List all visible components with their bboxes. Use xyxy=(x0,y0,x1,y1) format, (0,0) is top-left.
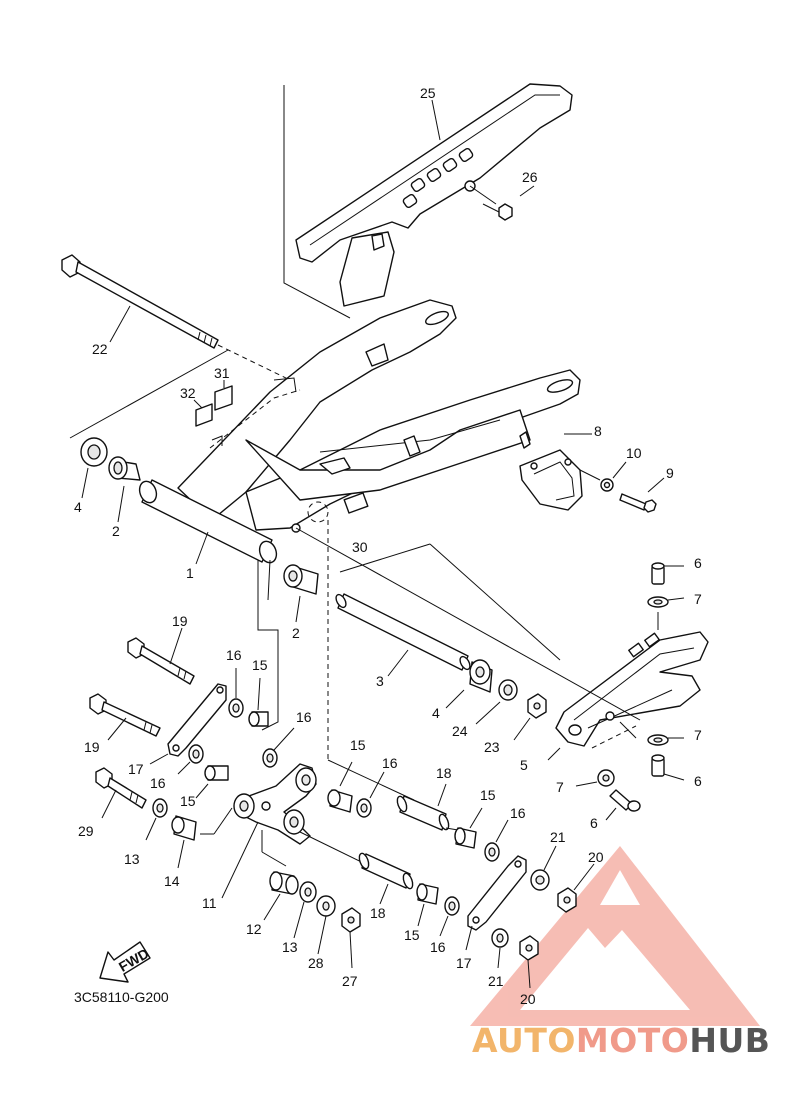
label-19: 19 xyxy=(84,739,100,755)
spacer-18-upper xyxy=(396,783,459,831)
fwd-arrow-icon: FWD xyxy=(99,941,151,983)
collars-right-upper xyxy=(454,807,509,862)
label-6: 6 xyxy=(694,773,702,789)
label-9: 9 xyxy=(666,465,674,481)
label-3: 3 xyxy=(376,673,384,689)
washer-7-top xyxy=(647,596,685,630)
label-18: 18 xyxy=(436,765,452,781)
label-29: 29 xyxy=(78,823,94,839)
bolt-29-group xyxy=(95,767,233,869)
label-4: 4 xyxy=(74,499,82,515)
label-28: 28 xyxy=(308,955,324,971)
washer-7-mid xyxy=(647,734,684,746)
label-31: 31 xyxy=(214,365,230,381)
label-11: 11 xyxy=(202,895,217,911)
collars-right-lower xyxy=(416,883,539,989)
link-plate-17-lower xyxy=(465,855,527,951)
bolt-9 xyxy=(619,493,657,513)
washer-21-nut-20-upper xyxy=(530,845,595,913)
relay-arm-11 xyxy=(221,763,383,899)
watermark-moto: MOTO xyxy=(576,1021,689,1060)
watermark-hub: HUB xyxy=(689,1021,770,1060)
bolt-6-top xyxy=(651,562,684,585)
label-15: 15 xyxy=(180,793,196,809)
label-23: 23 xyxy=(484,739,500,755)
label-25: 25 xyxy=(420,85,436,101)
label-2: 2 xyxy=(292,625,300,641)
pivot-shaft-bolt-22 xyxy=(61,254,291,439)
label-24: 24 xyxy=(452,723,468,739)
label-15: 15 xyxy=(252,657,268,673)
label-32: 32 xyxy=(180,385,196,401)
watermark-auto: AUTO xyxy=(472,1021,576,1060)
label-7: 7 xyxy=(694,727,702,743)
label-20: 20 xyxy=(520,991,536,1007)
label-22: 22 xyxy=(92,341,108,357)
collar-2-shaft-3 xyxy=(267,559,471,677)
label-16: 16 xyxy=(510,805,526,821)
chain-guard-group xyxy=(283,83,573,319)
watermark-triangle-outer xyxy=(470,846,760,1026)
label-27: 27 xyxy=(342,973,358,989)
swingarm-1 xyxy=(138,299,581,564)
label-14: 14 xyxy=(164,873,180,889)
bolt-6-mid xyxy=(651,754,685,781)
svg-text:AUTOMOTOHUB: AUTOMOTOHUB xyxy=(472,1021,770,1060)
label-16: 16 xyxy=(382,755,398,771)
link-plate-17-upper xyxy=(149,683,227,765)
callout-labels: 25 26 22 31 32 4 2 8 10 9 30 1 6 7 2 19 … xyxy=(74,85,702,1007)
label-15: 15 xyxy=(480,787,496,803)
bolt-26 xyxy=(482,203,513,221)
label-26: 26 xyxy=(522,169,538,185)
label-12: 12 xyxy=(246,921,262,937)
label-17: 17 xyxy=(128,761,144,777)
label-13: 13 xyxy=(282,939,298,955)
label-30: 30 xyxy=(352,539,368,555)
label-1: 1 xyxy=(186,565,194,581)
label-16: 16 xyxy=(226,647,242,663)
label-15: 15 xyxy=(404,927,420,943)
bolts-19 xyxy=(89,627,195,741)
chain-puller-group-8-9-10 xyxy=(519,433,665,513)
bushings-left-4-2 xyxy=(80,437,209,565)
watermark-text: AUTOMOTOHUB xyxy=(472,1021,770,1060)
label-16: 16 xyxy=(150,775,166,791)
label-7: 7 xyxy=(694,591,702,607)
assembly-guide-lines xyxy=(257,520,641,801)
washers-collars-left xyxy=(177,668,295,799)
chain-guard-slots xyxy=(402,147,474,209)
shaft-end-parts-4-24-23 xyxy=(445,659,547,741)
bolt-6-low xyxy=(605,789,641,821)
label-6: 6 xyxy=(694,555,702,571)
label-20: 20 xyxy=(588,849,604,865)
label-10: 10 xyxy=(626,445,642,461)
label-15: 15 xyxy=(350,737,366,753)
label-16: 16 xyxy=(430,939,446,955)
label-7: 7 xyxy=(556,779,564,795)
watermark-triangle-cut xyxy=(600,870,640,905)
collars-mid xyxy=(327,761,385,818)
lower-row-12-13-28-27 xyxy=(263,871,361,969)
label-19: 19 xyxy=(172,613,188,629)
label-16: 16 xyxy=(296,709,312,725)
label-18: 18 xyxy=(370,905,386,921)
label-17: 17 xyxy=(456,955,472,971)
label-13: 13 xyxy=(124,851,140,867)
spacer-18-lower xyxy=(358,852,414,905)
chain-adjuster-5-group xyxy=(547,562,709,821)
washer-7-low xyxy=(575,769,615,787)
label-2: 2 xyxy=(112,523,120,539)
label-6: 6 xyxy=(590,815,598,831)
watermark-logo xyxy=(470,846,760,1026)
diagram-part-code: 3C58110-G200 xyxy=(74,989,169,1005)
label-4: 4 xyxy=(432,705,440,721)
watermark-triangle-inner xyxy=(520,928,690,1010)
label-8: 8 xyxy=(594,423,602,439)
label-21: 21 xyxy=(550,829,566,845)
labels-31-32 xyxy=(193,380,233,427)
label-21: 21 xyxy=(488,973,504,989)
label-5: 5 xyxy=(520,757,528,773)
